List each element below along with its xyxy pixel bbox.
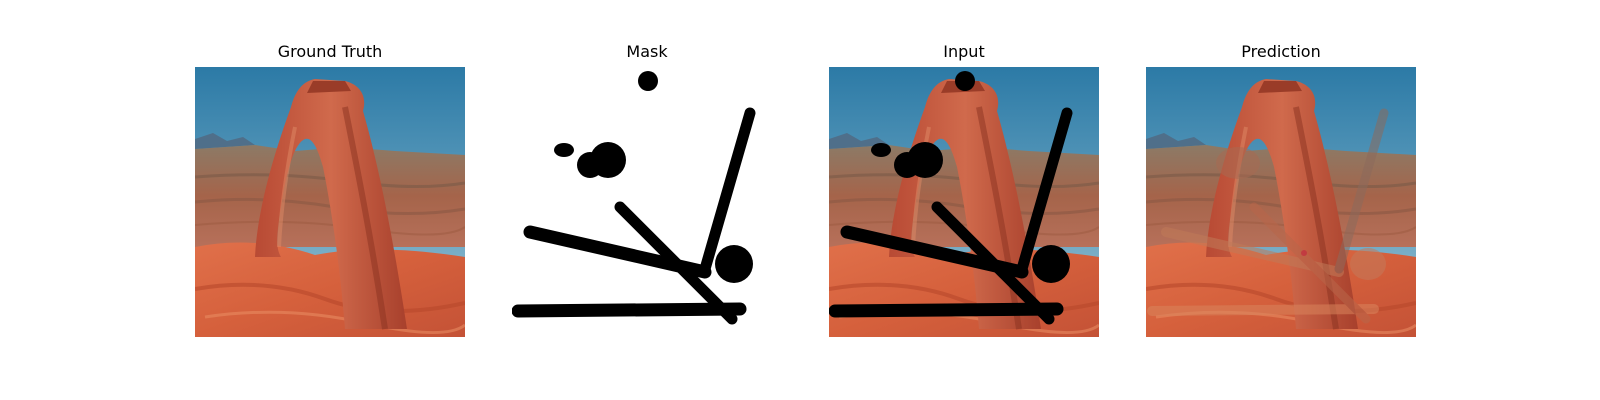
- panel-prediction: Prediction: [1146, 0, 1416, 400]
- panel-input: Input: [829, 0, 1099, 400]
- prediction-image: [1146, 67, 1416, 337]
- panel-title: Prediction: [1241, 42, 1321, 61]
- panel-title: Input: [943, 42, 985, 61]
- panel-ground-truth: Ground Truth: [195, 0, 465, 400]
- panel-title: Mask: [626, 42, 668, 61]
- input-image: [829, 67, 1099, 337]
- ground-truth-image: [195, 67, 465, 337]
- mask-image: [512, 67, 782, 337]
- panel-title: Ground Truth: [277, 42, 383, 61]
- panel-mask: Mask: [512, 0, 782, 400]
